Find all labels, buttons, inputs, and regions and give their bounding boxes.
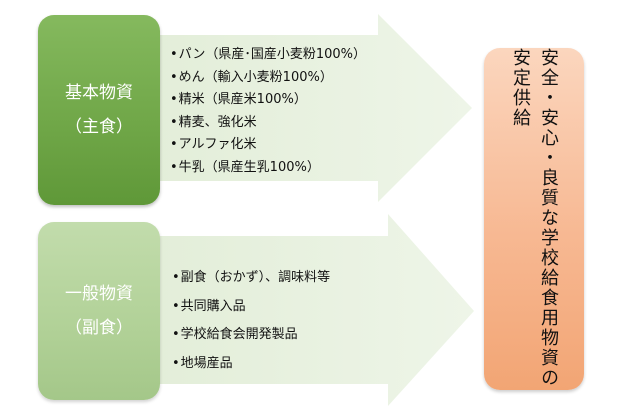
result-text: 安全・安心・良質な学校給食用物資の安定供給 [510, 48, 559, 388]
list-item: 学校給食会開発製品 [172, 321, 330, 350]
list-item: 精麦、強化米 [170, 112, 366, 135]
side-food-list: 副食（おかず）、調味料等 共同購入品 学校給食会開発製品 地場産品 [172, 264, 331, 379]
side-food-subtitle: （副食） [65, 318, 133, 338]
list-item: 共同購入品 [172, 293, 330, 322]
list-item: アルファ化米 [170, 134, 366, 157]
side-food-box: 一般物資 （副食） [38, 222, 160, 400]
list-item: 副食（おかず）、調味料等 [172, 264, 331, 293]
result-box: 安全・安心・良質な学校給食用物資の安定供給 [484, 48, 584, 390]
main-food-box: 基本物資 （主食） [38, 15, 160, 205]
list-item: めん（輸入小麦粉100%） [170, 67, 366, 90]
main-food-subtitle: （主食） [65, 117, 133, 137]
main-food-title: 基本物資 [65, 83, 133, 103]
list-item: 精米（県産米100%） [170, 89, 366, 112]
side-food-title: 一般物資 [65, 284, 133, 304]
list-item: パン（県産･国産小麦粉100%） [170, 44, 366, 67]
list-item: 地場産品 [172, 350, 330, 379]
main-food-list: パン（県産･国産小麦粉100%） めん（輸入小麦粉100%） 精米（県産米100… [170, 44, 366, 179]
list-item: 牛乳（県産生乳100%） [170, 157, 366, 180]
